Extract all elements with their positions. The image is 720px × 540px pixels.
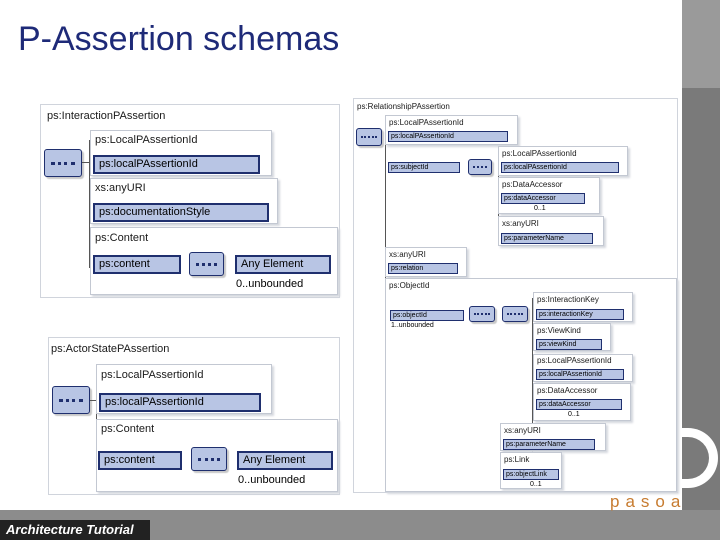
rel-obj-parameter-uri-type: xs:anyURI <box>504 426 541 435</box>
actor-state-content-element: ps:content <box>98 451 182 470</box>
slide-title: P-Assertion schemas <box>18 20 340 58</box>
rel-data-accessor-type: ps:DataAccessor <box>502 180 563 189</box>
rel-ik-element: ps:interactionKey <box>536 309 624 320</box>
interaction-content-sequence-icon <box>189 252 224 276</box>
rel-obj-data-accessor-type: ps:DataAccessor <box>537 386 598 395</box>
interaction-schema-title: ps:InteractionPAssertion <box>47 110 166 122</box>
rel-localid-element: ps:localPAssertionId <box>388 131 508 142</box>
rel-subject-sequence-icon <box>468 159 492 175</box>
side-bar-top <box>682 0 720 88</box>
interaction-content-element: ps:content <box>93 255 181 274</box>
actor-state-content-cardinality: 0..unbounded <box>238 474 306 486</box>
interaction-any-element: Any Element <box>235 255 331 274</box>
rel-subject-element: ps:subjectId <box>388 162 460 173</box>
rel-relation-element: ps:relation <box>388 263 458 274</box>
rel-obj-localid-type: ps:LocalPAssertionId <box>537 356 612 365</box>
rel-object-type: ps:ObjectId <box>389 281 430 290</box>
interaction-documentation-element: ps:documentationStyle <box>93 203 269 222</box>
rel-ik-type: ps:InteractionKey <box>537 295 599 304</box>
rel-subject-localid-element: ps:localPAssertionId <box>501 162 619 173</box>
rel-parameter-element: ps:parameterName <box>501 233 593 244</box>
rel-object-element: ps:objectId <box>390 310 464 321</box>
rel-data-accessor-element: ps:dataAccessor <box>501 193 585 204</box>
interaction-uri-type: xs:anyURI <box>95 182 146 194</box>
footer-text: Architecture Tutorial <box>6 522 134 537</box>
rel-link-cardinality: 0..1 <box>530 481 542 488</box>
interaction-localid-type: ps:LocalPAssertionId <box>95 134 198 146</box>
actor-state-localid-type: ps:LocalPAssertionId <box>101 369 204 381</box>
rel-obj-localid-element: ps:localPAssertionId <box>536 369 624 380</box>
rel-obj-parameter-element: ps:parameterName <box>503 439 595 450</box>
rel-parameter-uri-type: xs:anyURI <box>502 219 539 228</box>
rel-object-connector <box>532 298 533 475</box>
interaction-connector <box>82 162 90 163</box>
rel-object-cardinality: 1..unbounded <box>391 322 434 329</box>
interaction-content-cardinality: 0..unbounded <box>236 278 304 290</box>
relationship-schema-title: ps:RelationshipPAssertion <box>357 102 450 111</box>
brand-logo: pasoa <box>610 492 687 511</box>
interaction-localid-element: ps:localPAssertionId <box>93 155 260 174</box>
actor-state-content-type: ps:Content <box>101 423 155 435</box>
actor-state-sequence-icon <box>52 386 90 414</box>
brand-logo-arc <box>682 428 718 488</box>
rel-subject-localid-type: ps:LocalPAssertionId <box>502 149 577 158</box>
actor-state-connector <box>90 400 97 401</box>
rel-localid-type: ps:LocalPAssertionId <box>389 118 464 127</box>
interaction-content-type: ps:Content <box>95 232 149 244</box>
rel-obj-data-accessor-cardinality: 0..1 <box>568 411 580 418</box>
actor-state-schema-title: ps:ActorStatePAssertion <box>51 343 170 355</box>
actor-state-any-element: Any Element <box>237 451 333 470</box>
rel-view-element: ps:viewKind <box>536 339 602 350</box>
rel-object-sequence-icon <box>469 306 495 322</box>
rel-relation-uri-type: xs:anyURI <box>389 250 426 259</box>
rel-view-type: ps:ViewKind <box>537 326 581 335</box>
rel-link-element: ps:objectLink <box>503 469 559 480</box>
rel-link-type: ps:Link <box>504 455 530 464</box>
footer-label-bg <box>0 520 150 540</box>
interaction-sequence-icon <box>44 149 82 177</box>
rel-data-accessor-cardinality: 0..1 <box>534 205 546 212</box>
actor-state-content-sequence-icon <box>191 447 227 471</box>
rel-obj-data-accessor-element: ps:dataAccessor <box>536 399 622 410</box>
actor-state-localid-element: ps:localPAssertionId <box>99 393 261 412</box>
interaction-connector-vertical <box>89 140 90 268</box>
relationship-sequence-icon <box>356 128 382 146</box>
rel-object-choice-icon <box>502 306 528 322</box>
